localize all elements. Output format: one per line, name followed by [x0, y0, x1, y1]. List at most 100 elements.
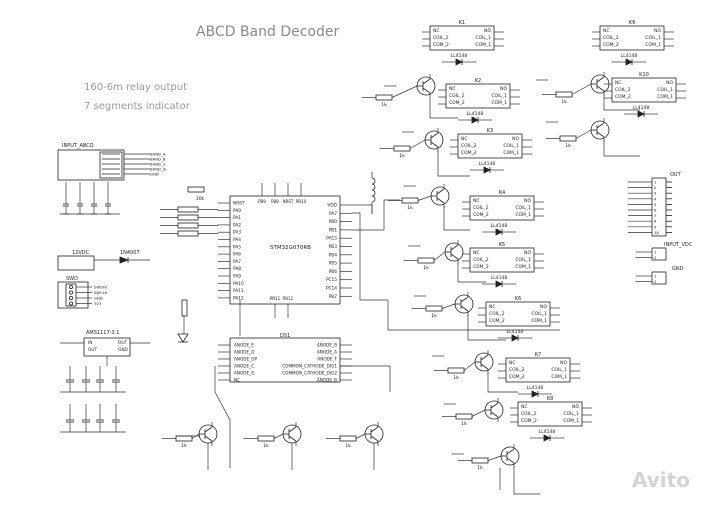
- base-resistor-r8: [555, 91, 573, 98]
- relay-pin-com2: COM_2: [521, 418, 537, 424]
- mcu-left-pin-label: PA12: [233, 295, 244, 301]
- relay-pin-nc: NC: [461, 136, 468, 142]
- relay-pin-coil2: COIL_2: [473, 205, 489, 211]
- mcu-bottom-pin-label: PB11: [270, 296, 281, 301]
- relay-pin-com2: COM_2: [615, 94, 631, 100]
- status-led: [177, 333, 189, 343]
- out-pin-number: 3: [654, 191, 657, 196]
- relay-pin-com1: COM_1: [475, 42, 491, 48]
- relay-k1-name: K1: [459, 20, 465, 26]
- mcu-right-pin-label: PC15: [326, 277, 337, 283]
- display-name: DS1: [280, 333, 291, 339]
- diode-label: LL4148: [539, 429, 556, 435]
- relay-pin-coil1: COIL_1: [531, 311, 547, 317]
- relay-k7-name: K7: [535, 352, 541, 358]
- relay-pin-no: NO: [484, 28, 491, 34]
- resistor-value-label: 1k: [381, 102, 387, 108]
- swd-connector: [57, 281, 89, 309]
- diode-label: LL4148: [491, 223, 508, 229]
- relay-k1: [429, 25, 495, 51]
- base-resistor-r12: [257, 435, 275, 442]
- display-right-pin-label: COMMON_CATHODE_DIG1: [282, 364, 337, 369]
- mcu-top-pin-label: PB10: [296, 199, 307, 204]
- out-connector-name: OUT: [670, 172, 681, 178]
- display-right-pin-label: COMMON_CATHODE_DIG2: [282, 371, 337, 376]
- relay-pin-com1: COM_1: [491, 100, 507, 106]
- diode-label: LL4148: [479, 161, 496, 167]
- diode-label: LL4148: [633, 105, 650, 111]
- resistor-value-label: 1k: [263, 443, 269, 449]
- relay-k2: [445, 83, 511, 109]
- relay-pin-no: NO: [524, 250, 531, 256]
- relay-k6: [485, 301, 551, 327]
- mcu-left-pin-label: PA10: [233, 281, 244, 287]
- base-resistor-r1: [375, 94, 393, 101]
- resistor-value-label: 1k: [423, 265, 429, 271]
- diode-ll4148: [625, 58, 633, 66]
- diode-ll4148: [637, 110, 645, 118]
- mcu-right-pin-label: PB7: [329, 294, 338, 300]
- diode-ll4148: [511, 334, 519, 342]
- input-abcd-pin-label: BAND_A: [150, 152, 166, 157]
- out-pin-number: 8: [654, 219, 657, 224]
- diode-label: LL4148: [451, 53, 468, 59]
- relay-pin-com2: COM_2: [509, 374, 525, 380]
- mcu-right-pin-label: PB1: [329, 227, 338, 233]
- mcu-right-pin-label: PA7: [329, 211, 337, 217]
- relay-k8: [517, 401, 583, 427]
- relay-pin-com2: COM_2: [603, 42, 619, 48]
- resistor-value-label: 1k: [461, 421, 467, 427]
- relay-pin-coil2: COIL_2: [521, 411, 537, 417]
- resistor-value-label: 1k: [399, 153, 405, 159]
- regulator-pin-label: IN: [88, 340, 92, 346]
- relay-pin-com2: COM_2: [473, 264, 489, 270]
- display-right-pin-label: ANODE_B: [317, 378, 337, 383]
- pullup-resistor: [177, 222, 199, 229]
- relay-pin-no: NO: [560, 360, 567, 366]
- base-resistor-r5: [425, 305, 443, 312]
- diode-label: LL4148: [491, 275, 508, 281]
- resistor-value-label: 1k: [431, 313, 437, 319]
- resistor-value-label: 1k: [181, 443, 187, 449]
- relay-pin-com1: COM_1: [657, 94, 673, 100]
- base-resistor-r3: [401, 197, 419, 204]
- display-ds1: [229, 337, 341, 383]
- relay-pin-no: NO: [500, 86, 507, 92]
- regulator-pin-label: OUT: [88, 347, 98, 353]
- relay-pin-coil2: COIL_2: [615, 87, 631, 93]
- base-resistor-r6: [447, 367, 465, 374]
- relay-pin-com2: COM_2: [449, 100, 465, 106]
- relay-k9: [599, 25, 665, 51]
- relay-pin-coil2: COIL_2: [509, 367, 525, 373]
- display-left-pin-label: ANODE_DP: [234, 357, 257, 362]
- relay-pin-com1: COM_1: [563, 418, 579, 424]
- out-pin-number: 10: [654, 230, 659, 235]
- out-pin-number: 6: [654, 208, 657, 213]
- base-resistor-r11: [175, 435, 193, 442]
- relay-k3: [457, 133, 523, 159]
- gnd-pin-number: 2: [654, 279, 657, 284]
- out-connector: [651, 177, 667, 237]
- base-resistor-r7: [455, 413, 473, 420]
- mcu-name: STM32G070RB: [270, 245, 311, 251]
- mcu-right-pin-label: VDD: [327, 203, 337, 209]
- swd-pin: [69, 301, 74, 306]
- mcu-left-pin-label: PA6: [233, 252, 241, 258]
- resistor-value-label: 1k: [561, 99, 567, 105]
- input-abcd-pin-label: BAND_C: [150, 162, 166, 167]
- mcu-left-pin-label: PA1: [233, 215, 241, 221]
- diode-1n4007-name: 1N4007: [120, 250, 140, 256]
- resistor-value-label: 1k: [477, 465, 483, 471]
- diode-label: LL4148: [467, 111, 484, 117]
- mcu-left-pin-label: PA3: [233, 230, 241, 236]
- relay-pin-no: NO: [572, 404, 579, 410]
- swd-pin-label: 3V3: [94, 301, 102, 306]
- mcu-right-pin-label: PC14: [326, 286, 337, 292]
- mcu-right-pin-label: PB0: [329, 219, 338, 225]
- relay-pin-no: NO: [666, 80, 673, 86]
- diode-ll4148: [455, 58, 463, 66]
- diode-ll4148: [471, 116, 479, 124]
- mcu-top-pin-label: PB9: [258, 199, 266, 204]
- swd-name: SWD: [66, 276, 78, 282]
